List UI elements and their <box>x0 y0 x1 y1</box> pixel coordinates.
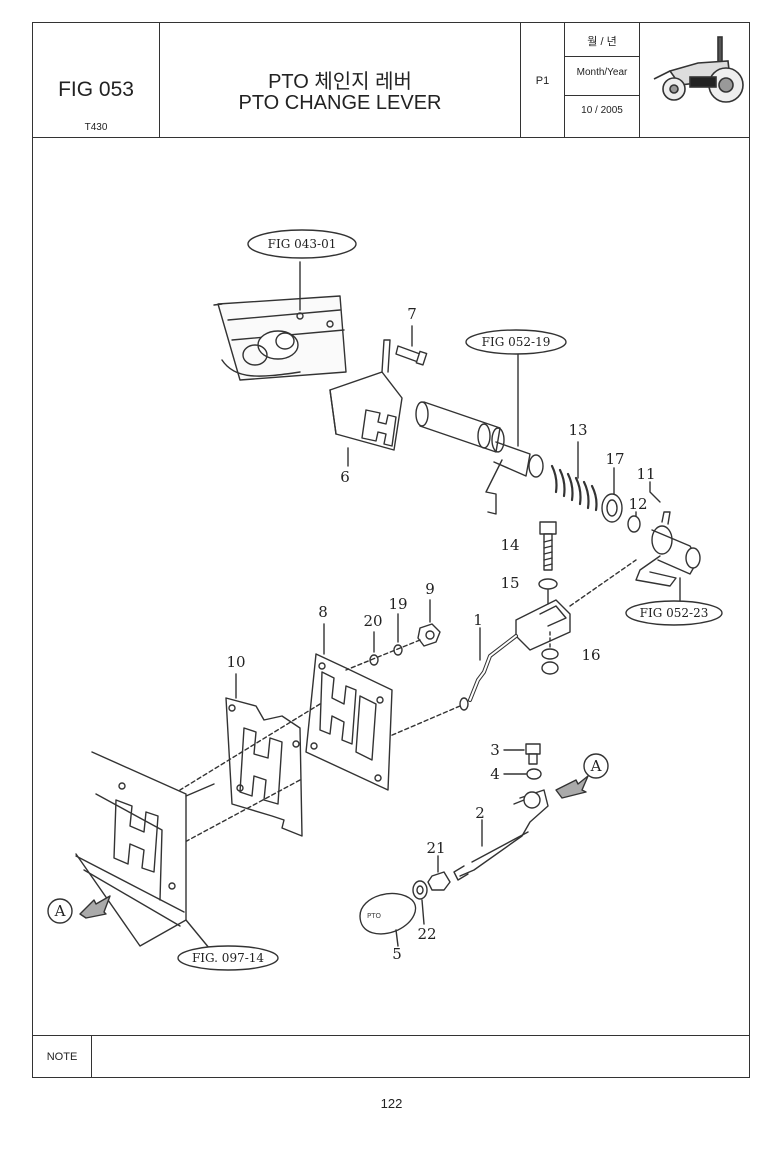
header-block: FIG 053 T430 PTO 체인지 레버 PTO CHANGE LEVER… <box>33 23 749 138</box>
marker-a-left-label: A <box>54 902 66 920</box>
arrow-a-right-icon <box>555 775 589 799</box>
revision-date: 10 / 2005 <box>581 105 623 116</box>
part-10-plate <box>225 673 303 837</box>
part-6-bracket <box>329 339 403 467</box>
part-label-1: 1 <box>473 611 483 629</box>
part-label-17: 17 <box>605 450 624 468</box>
part-label-7: 7 <box>407 305 417 323</box>
title-cell: PTO 체인지 레버 PTO CHANGE LEVER <box>160 23 521 137</box>
part-3-bolt <box>503 743 541 765</box>
ref-fig-052-23: FIG 052-23 <box>640 606 709 620</box>
part-label-8: 8 <box>318 603 328 621</box>
note-row: NOTE <box>33 1035 749 1079</box>
month-year-korean: 월 / 년 <box>587 36 617 48</box>
ref-oval-fig-052-19 <box>465 329 567 355</box>
part-14-bolt <box>539 521 557 571</box>
arrow-a-left-icon <box>79 895 111 919</box>
fig-cell: FIG 053 T430 <box>33 23 160 137</box>
part-label-21: 21 <box>426 839 445 857</box>
part-8-guide-plate <box>305 623 393 791</box>
page-frame: FIG 053 T430 PTO 체인지 레버 PTO CHANGE LEVER… <box>32 22 750 1078</box>
ref-oval-fig-043-01 <box>247 229 357 259</box>
part-13-spring <box>550 441 598 512</box>
part-label-14: 14 <box>500 536 519 554</box>
part-label-4: 4 <box>490 765 500 783</box>
part-11-lever-arm <box>635 481 701 603</box>
logo-cell <box>640 23 751 137</box>
page-code: P1 <box>535 75 550 87</box>
transmission-housing <box>213 295 347 381</box>
title-english: PTO CHANGE LEVER <box>238 92 442 114</box>
part-label-9: 9 <box>425 580 435 598</box>
part-4-washer <box>503 768 542 780</box>
fender-body <box>75 751 215 955</box>
month-year-label: Month/Year <box>576 67 628 78</box>
part-17-washer <box>601 467 623 523</box>
part-label-10: 10 <box>226 653 245 671</box>
date-cell: 월 / 년 Month/Year 10 / 2005 <box>565 23 640 137</box>
marker-a-right-label: A <box>590 757 602 775</box>
part-20-washer <box>369 631 379 666</box>
ref-oval-fig-052-23 <box>625 600 723 626</box>
knob-text: PTO <box>367 912 381 920</box>
part-label-11: 11 <box>636 465 655 483</box>
part-label-6: 6 <box>340 468 350 486</box>
marker-a-left <box>47 898 73 924</box>
part-label-2: 2 <box>475 804 485 822</box>
part-2-lever-rod <box>453 789 549 881</box>
ref-fig-097-14: FIG. 097-14 <box>192 951 264 965</box>
shaft-assembly <box>415 353 544 515</box>
ref-fig-052-19: FIG 052-19 <box>482 335 551 349</box>
part-12-collar <box>627 511 641 533</box>
fig-number: FIG 053 <box>58 78 134 101</box>
part-7-bolt <box>395 325 428 366</box>
part-label-12: 12 <box>628 495 647 513</box>
part-22-washer <box>412 880 428 925</box>
tractor-logo-icon <box>653 36 744 103</box>
assembly-line <box>169 639 461 851</box>
ref-fig-043-01: FIG 043-01 <box>268 237 337 251</box>
part-1-lever <box>459 559 637 711</box>
model-code: T430 <box>84 122 108 133</box>
part-9-nut <box>417 599 441 647</box>
ref-oval-fig-097-14 <box>177 945 279 971</box>
part-label-3: 3 <box>490 741 500 759</box>
part-15-washer <box>538 578 558 590</box>
date-divider <box>565 95 639 96</box>
part-16-nuts <box>541 631 559 675</box>
page-code-cell: P1 <box>521 23 565 137</box>
part-label-20: 20 <box>363 612 382 630</box>
part-label-5: 5 <box>392 945 402 963</box>
page-number: 122 <box>380 1096 403 1111</box>
part-21-nut <box>427 855 451 891</box>
date-divider <box>565 56 639 57</box>
part-label-19: 19 <box>388 595 407 613</box>
part-label-15: 15 <box>500 574 519 592</box>
part-5-knob <box>359 892 417 947</box>
marker-a-right <box>583 753 609 779</box>
note-label: NOTE <box>33 1036 92 1078</box>
part-label-13: 13 <box>568 421 587 439</box>
part-label-16: 16 <box>581 646 600 664</box>
title-korean: PTO 체인지 레버 <box>268 71 412 93</box>
part-label-22: 22 <box>417 925 436 943</box>
